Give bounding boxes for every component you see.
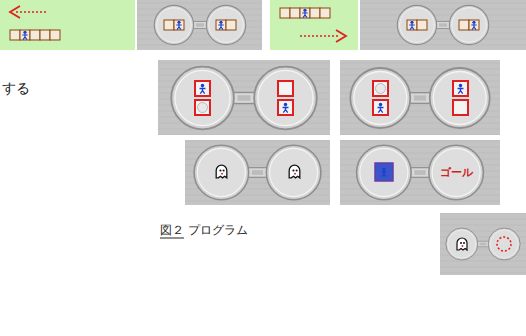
- green-panel: [0, 0, 135, 50]
- arrow-head: [10, 6, 20, 18]
- red-box: [195, 81, 293, 115]
- person-icon: [200, 84, 206, 94]
- gray-panel: [340, 140, 500, 205]
- gray-panel: [137, 0, 262, 50]
- dotted-arrow: [14, 11, 46, 13]
- label-text: ゴール: [440, 165, 473, 180]
- red-box: [373, 81, 468, 115]
- faint-mark: [376, 84, 386, 94]
- dotted-arrow: [300, 35, 340, 37]
- person-icon: [381, 168, 386, 177]
- arrow-head: [336, 30, 346, 42]
- gray-panel: [185, 140, 330, 205]
- glasses-shape: [194, 145, 321, 200]
- glasses-shape: [154, 5, 245, 44]
- person-icon: [218, 21, 223, 30]
- blue-square: [375, 163, 393, 181]
- box-row: [10, 30, 60, 40]
- faint-mark: [198, 103, 208, 113]
- caption-underline: [160, 238, 184, 239]
- person-icon: [471, 21, 476, 30]
- label-text: する: [2, 80, 30, 98]
- gray-panel: [360, 0, 526, 50]
- ghost-icon: [216, 165, 227, 178]
- person-icon: [378, 103, 384, 113]
- glasses-shape: [350, 68, 489, 128]
- glasses-shape: [171, 67, 317, 130]
- box-row: [280, 8, 330, 18]
- ghost-icon: [457, 238, 467, 250]
- box-pair: [164, 20, 236, 30]
- box-pair: [407, 20, 479, 30]
- figure-caption: 図２ プログラム: [160, 222, 248, 239]
- glasses-shape: [357, 145, 484, 200]
- green-panel: [270, 0, 358, 50]
- dotted-circle: [497, 237, 511, 251]
- person-icon: [409, 21, 414, 30]
- ghost-icon: [289, 165, 300, 178]
- person-icon: [22, 31, 27, 40]
- person-icon: [302, 9, 307, 18]
- person-icon: [283, 103, 289, 113]
- glasses-shape: [397, 5, 488, 44]
- gray-panel: [440, 213, 526, 275]
- gray-panel: [340, 60, 500, 135]
- person-icon: [176, 21, 181, 30]
- glasses-shape: [446, 228, 520, 260]
- gray-panel: [158, 60, 330, 135]
- person-icon: [458, 84, 464, 94]
